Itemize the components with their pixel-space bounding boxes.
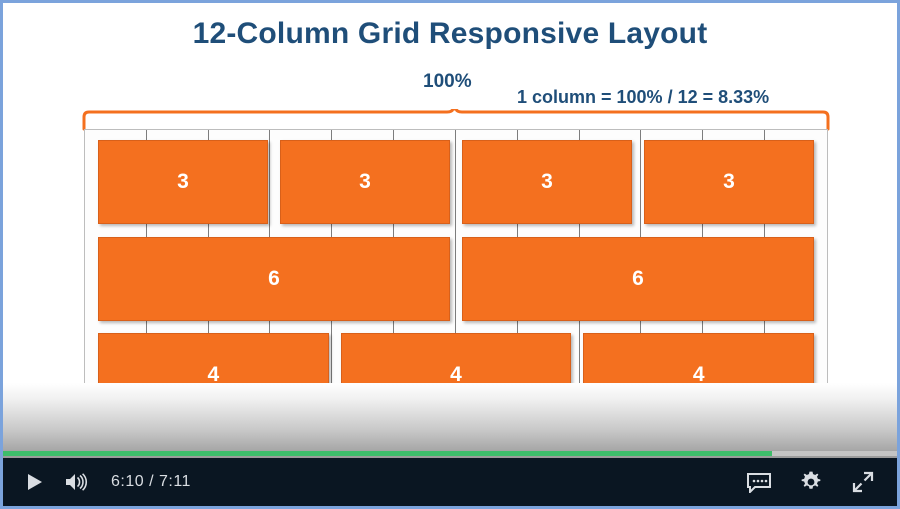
grid-row: 3 3 3 3: [92, 140, 820, 224]
grid-row: 4 4 4: [92, 333, 820, 417]
play-button[interactable]: [17, 465, 51, 499]
play-icon: [28, 474, 42, 490]
twelve-column-grid: 3 3 3 3 6 6 4 4 4: [84, 129, 828, 428]
time-display: 6:10 / 7:11: [111, 473, 191, 490]
captions-button[interactable]: [739, 465, 779, 499]
grid-cell: 6: [462, 236, 814, 321]
fullscreen-icon: [852, 471, 874, 493]
width-brace-icon: [82, 109, 830, 131]
column-formula-label: 1 column = 100% / 12 = 8.33%: [517, 87, 770, 107]
grid-cell: 4: [98, 333, 329, 417]
volume-icon: [66, 473, 87, 491]
progress-bar-fill: [3, 451, 772, 456]
video-stage[interactable]: 12-Column Grid Responsive Layout 100% 1 …: [3, 3, 897, 458]
grid-cell: 3: [280, 140, 450, 224]
progress-bar[interactable]: [3, 451, 897, 456]
captions-icon: [747, 473, 771, 493]
player-controls-bar: 6:10 / 7:11: [3, 451, 897, 506]
gear-icon: [801, 471, 821, 489]
fullscreen-button[interactable]: [843, 465, 883, 499]
controls-inner: 6:10 / 7:11: [3, 458, 897, 506]
grid-cell: 4: [340, 333, 572, 417]
settings-button[interactable]: [791, 465, 831, 499]
page-title: 12-Column Grid Responsive Layout: [192, 17, 708, 50]
column-guide: [394, 130, 456, 427]
grid-rows: 3 3 3 3 6 6 4 4 4: [85, 130, 827, 427]
volume-button[interactable]: [59, 465, 93, 499]
grid-cell: 4: [583, 333, 814, 417]
grid-cell: 3: [644, 140, 814, 224]
grid-cell: 6: [98, 236, 450, 321]
grid-cell: 3: [462, 140, 632, 224]
width-annotation-label: 100%: [423, 71, 472, 92]
grid-row: 6 6: [92, 236, 820, 321]
grid-cell: 3: [98, 140, 268, 224]
